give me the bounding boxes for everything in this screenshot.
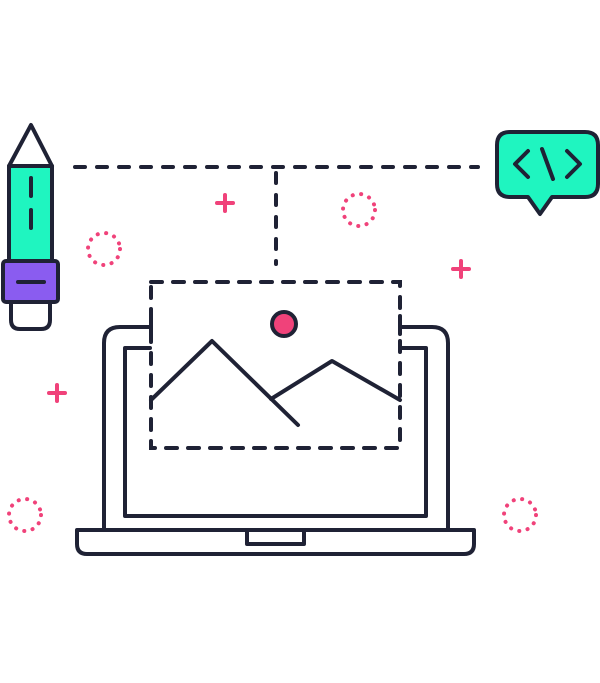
- dashed-connector: [73, 165, 480, 266]
- code-bubble-icon: [495, 130, 600, 216]
- image-placeholder-icon: [149, 310, 402, 427]
- sparkle-dotted-circle-icon: [7, 192, 538, 533]
- sparkle-plus-icon: [47, 193, 471, 403]
- pencil-icon: [1, 123, 60, 331]
- laptop-icon: [75, 325, 476, 556]
- dashed-selection-box: [149, 280, 402, 450]
- sun-icon: [270, 310, 298, 338]
